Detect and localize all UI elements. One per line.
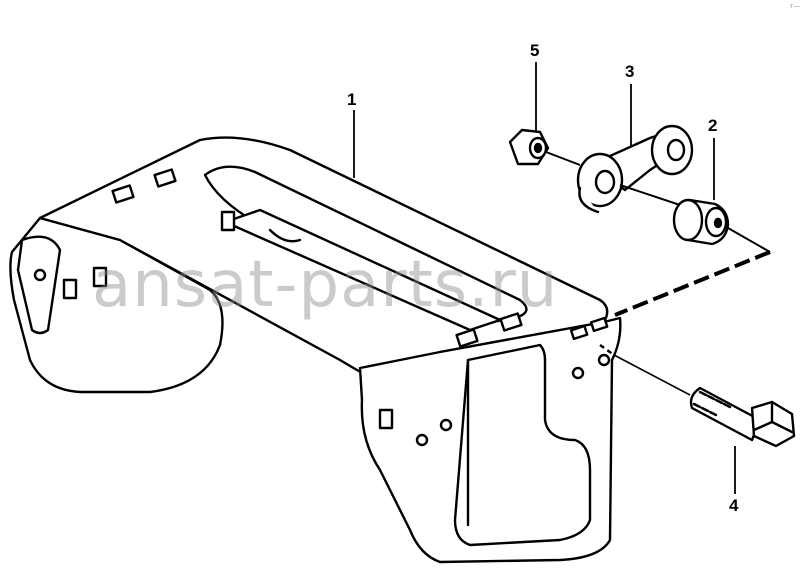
axis-line-lower (613, 354, 691, 396)
bushing-part-2 (672, 198, 730, 246)
corner-mark: r— (790, 2, 800, 10)
callout-label-1: 1 (347, 90, 357, 109)
axis-line-dashed (614, 250, 771, 317)
axis-line-upper (545, 151, 771, 253)
link-connector-part-3 (576, 124, 694, 214)
callout-label-5: 5 (530, 41, 540, 60)
bracket-part-1 (9, 136, 622, 564)
hex-bolt-part-4 (689, 386, 796, 448)
callout-label-4: 4 (729, 496, 739, 515)
axis-line-lower-dashed (599, 344, 615, 356)
callout-label-2: 2 (708, 116, 718, 135)
hex-nut-part-5 (508, 128, 550, 166)
callout-label-3: 3 (625, 62, 635, 81)
